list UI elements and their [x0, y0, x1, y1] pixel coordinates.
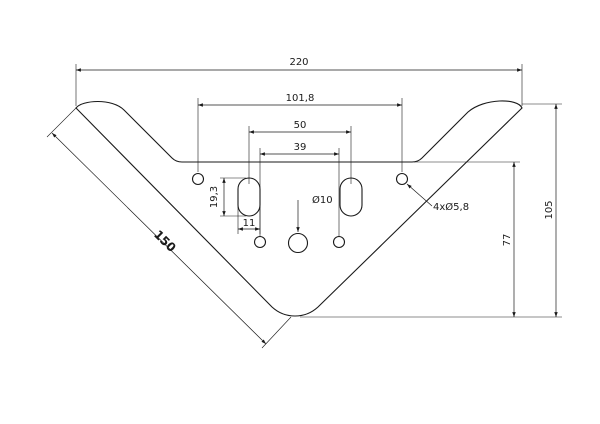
hole-center [287, 232, 309, 254]
dim-outer-hole-spacing: 101,8 [286, 93, 315, 104]
dim-slot-outer-spacing: 50 [294, 120, 307, 131]
dim-slot-inner-spacing: 39 [294, 142, 307, 153]
dim-overall-height: 105 [544, 200, 555, 219]
hole-bottom-right [332, 235, 346, 249]
dim-line-arm-length [51, 132, 267, 345]
plate-outline [75, 100, 523, 317]
leader-holes [406, 183, 433, 207]
dim-slot-height: 19,3 [209, 186, 220, 208]
hole-bottom-left [253, 235, 267, 249]
dim-slot-width: 11 [243, 218, 256, 229]
hole-top-left [191, 172, 205, 186]
dim-holes-callout: 4xØ5,8 [433, 201, 469, 213]
dim-overall-width: 220 [289, 57, 308, 68]
dim-arm-length: 150 [151, 227, 179, 255]
dim-inner-height: 77 [502, 234, 513, 247]
hole-top-right [395, 172, 409, 186]
dim-center-hole: Ø10 [312, 194, 333, 206]
